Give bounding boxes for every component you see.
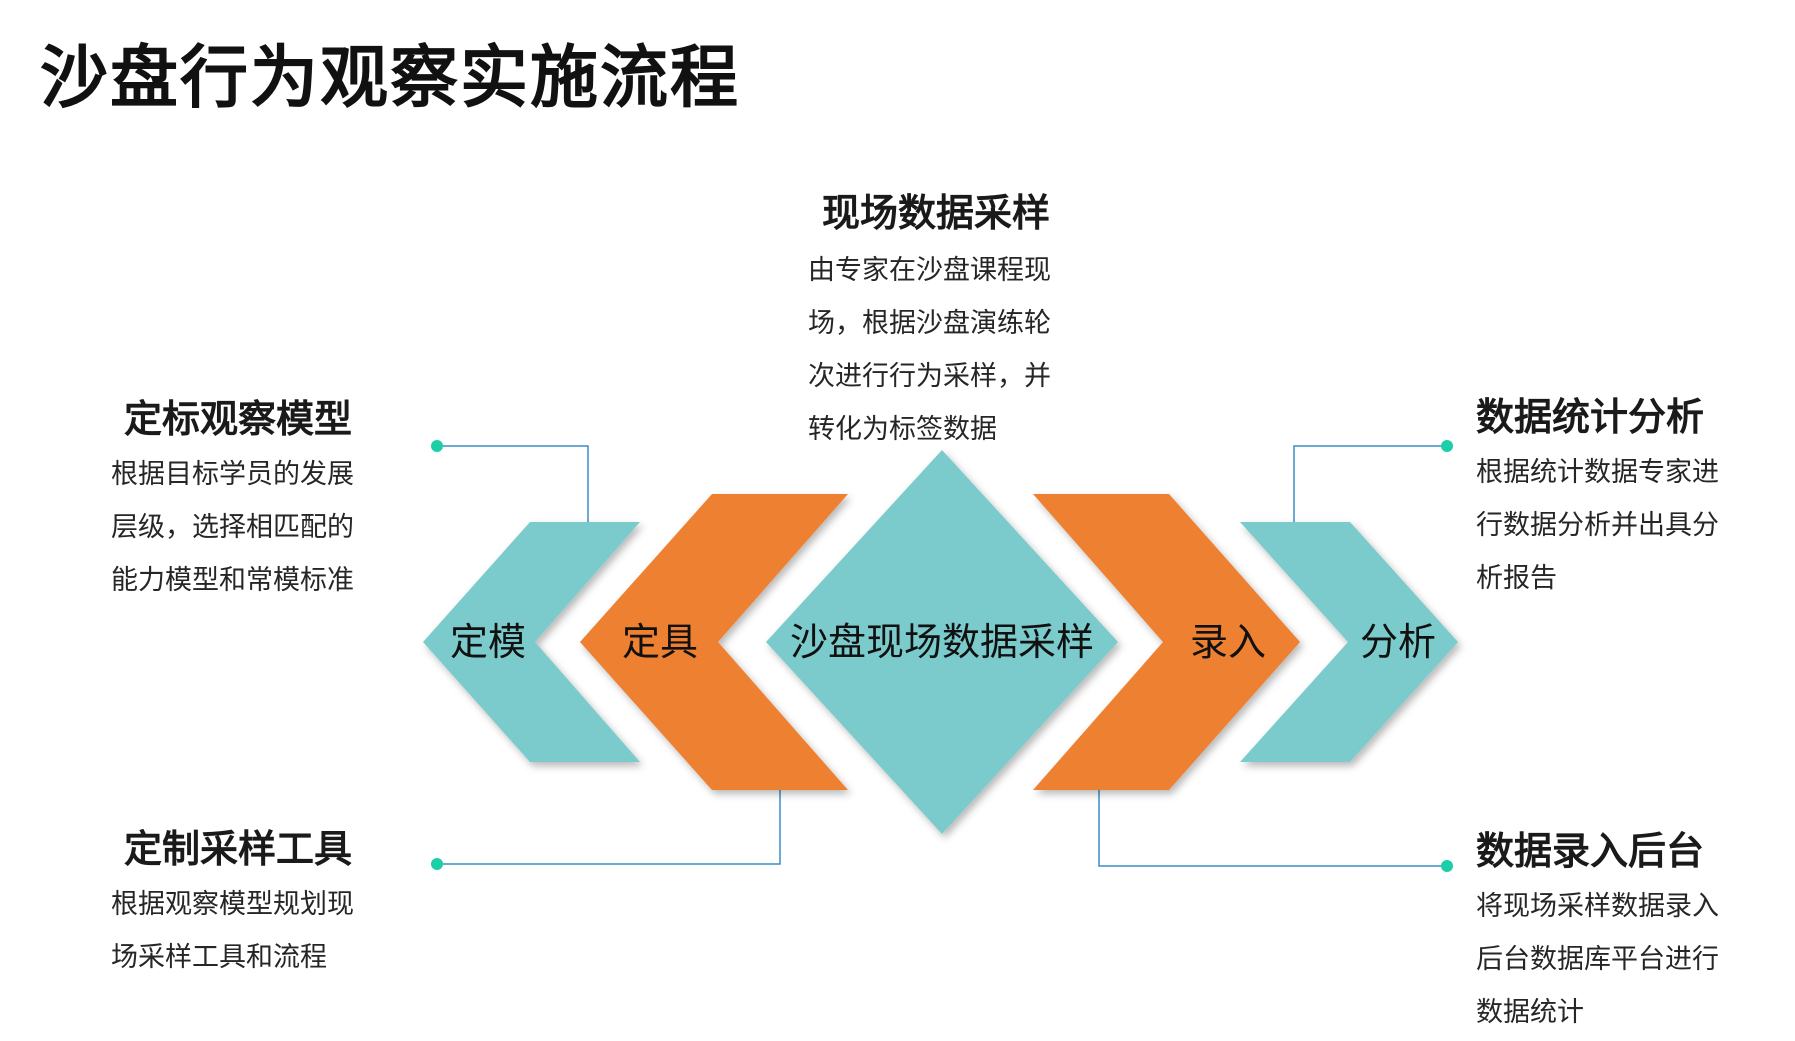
desc-line: 层级，选择相匹配的 [111,512,354,543]
dot-dingju [431,858,443,870]
desc-line: 根据观察模型规划现 [111,889,354,920]
page-title: 沙盘行为观察实施流程 [40,39,741,118]
desc-line: 场采样工具和流程 [111,942,327,973]
heading-fenxi: 数据统计分析 [1476,395,1705,439]
connector-luru [1098,790,1447,867]
desc-dingju: 根据观察模型规划现 场采样工具和流程 [111,878,354,984]
heading-dingju: 定制采样工具 [124,827,353,871]
chevron-luru [1033,494,1300,790]
desc-line: 析报告 [1476,563,1557,594]
chevron-dingju [580,494,848,790]
desc-dingmo: 根据目标学员的发展 层级，选择相匹配的 能力模型和常模标准 [111,448,354,607]
dot-dingmo [431,440,443,452]
dot-luru [1441,860,1453,872]
connector-dots [431,440,1453,872]
connectors [437,445,1447,867]
desc-line: 场，根据沙盘演练轮 [808,308,1051,339]
desc-caiyang: 由专家在沙盘课程现 场，根据沙盘演练轮 次进行行为采样，并 转化为标签数据 [808,244,1051,456]
dot-fenxi [1441,440,1453,452]
desc-line: 后台数据库平台进行 [1476,944,1719,975]
desc-line: 转化为标签数据 [808,414,997,445]
heading-caiyang: 现场数据采样 [822,191,1051,235]
chevron-fenxi [1240,522,1458,762]
desc-line: 行数据分析并出具分 [1476,510,1719,541]
label-caiyang: 沙盘现场数据采样 [790,620,1094,664]
connector-dingmo [437,445,589,522]
desc-line: 能力模型和常模标准 [111,565,354,596]
desc-line: 数据统计 [1476,997,1584,1028]
label-dingmo: 定模 [450,620,526,664]
desc-line: 根据统计数据专家进 [1476,457,1719,488]
connector-fenxi [1293,445,1447,522]
heading-dingmo: 定标观察模型 [124,397,353,441]
label-fenxi: 分析 [1360,620,1436,664]
diamond-caiyang [766,450,1118,834]
desc-line: 次进行行为采样，并 [808,361,1051,392]
desc-line: 将现场采样数据录入 [1476,891,1719,922]
desc-line: 由专家在沙盘课程现 [808,255,1051,286]
label-dingju: 定具 [622,620,698,664]
desc-fenxi: 根据统计数据专家进 行数据分析并出具分 析报告 [1476,446,1719,605]
desc-line: 根据目标学员的发展 [111,459,354,490]
label-luru: 录入 [1190,620,1266,664]
heading-luru: 数据录入后台 [1476,829,1705,873]
chevron-dingmo [423,522,640,762]
connector-dingju [437,788,781,865]
desc-luru: 将现场采样数据录入 后台数据库平台进行 数据统计 [1476,880,1719,1039]
